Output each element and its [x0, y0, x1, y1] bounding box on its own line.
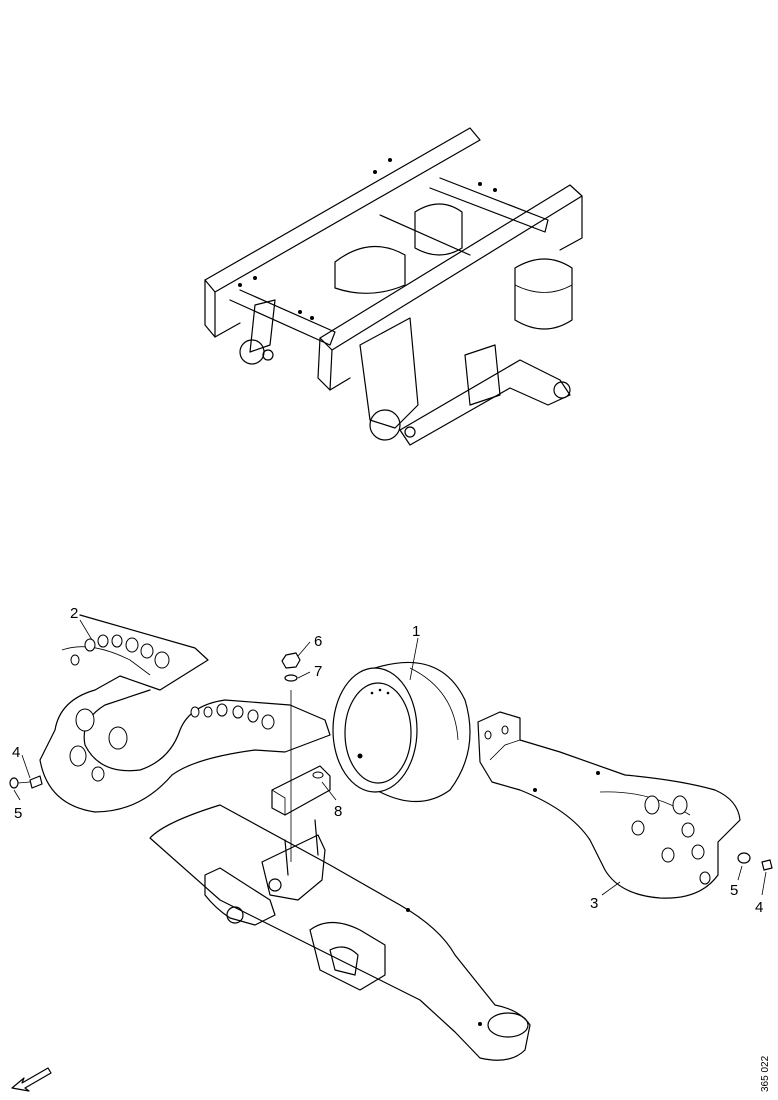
part-4-bolt-left — [29, 775, 43, 789]
callout-6: 6 — [314, 633, 322, 650]
part-4-bolt-right — [761, 859, 773, 871]
callout-5-right: 5 — [730, 882, 738, 899]
callout-5-left: 5 — [14, 805, 22, 822]
callout-1: 1 — [412, 623, 420, 640]
arrow-icon — [11, 1067, 52, 1092]
part-5-washer-right — [737, 852, 751, 864]
part-1-air-spring — [332, 661, 471, 803]
callout-7: 7 — [314, 663, 322, 680]
part-2-holes — [69, 634, 275, 782]
reference-code: 365 022 — [760, 1055, 771, 1092]
axle-beam — [149, 804, 531, 1061]
callout-8: 8 — [334, 803, 342, 820]
part-2-left-frame-bracket — [39, 614, 331, 813]
callout-4-right: 4 — [755, 899, 763, 916]
callout-labels: 1 2 3 4 4 5 5 6 7 8 — [12, 605, 763, 916]
part-6-nut — [281, 652, 301, 669]
part-5-washer-left — [9, 777, 31, 789]
part-3-right-trailing-arm — [477, 711, 741, 899]
callout-2: 2 — [70, 605, 78, 622]
exploded-parts-view — [9, 614, 773, 1061]
part-8-clamp — [271, 765, 331, 816]
callout-4-left: 4 — [12, 744, 20, 761]
callout-3: 3 — [590, 895, 598, 912]
leader-lines — [13, 619, 767, 896]
part-3-holes — [484, 725, 711, 885]
part-7-washer — [284, 674, 298, 682]
assembled-chassis-view — [204, 127, 583, 446]
